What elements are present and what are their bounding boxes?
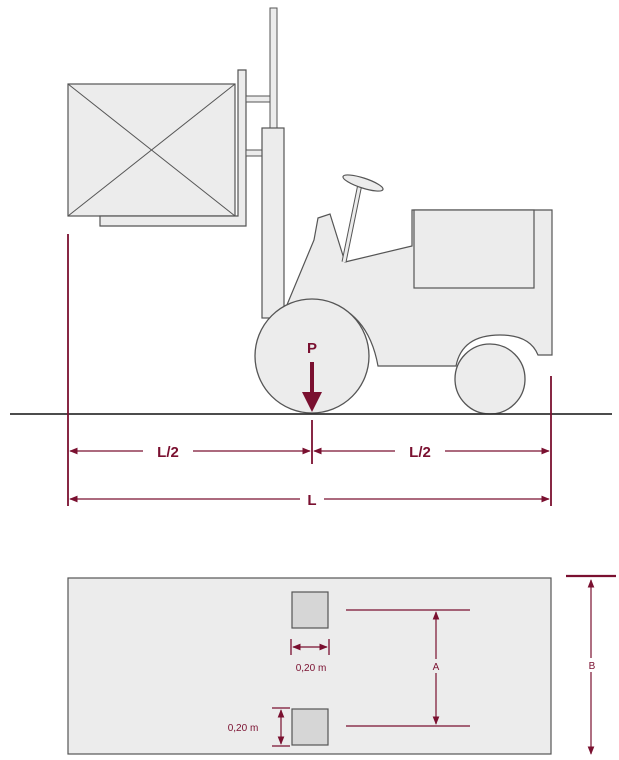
rear-wheel bbox=[454, 343, 526, 415]
pad-bottom bbox=[291, 708, 329, 746]
side-view: P L/2 L/2 L bbox=[10, 7, 612, 509]
width-label: B bbox=[589, 661, 596, 672]
top-view: A 0,20 m 0,20 m B bbox=[67, 574, 616, 755]
load-crate bbox=[67, 83, 236, 217]
fork bbox=[99, 69, 247, 227]
half-left-label: L/2 bbox=[157, 444, 179, 461]
steering-wheel bbox=[341, 174, 384, 263]
pad-depth-dimension bbox=[272, 707, 290, 747]
pad-depth-label: 0,20 m bbox=[228, 723, 259, 734]
total-label: L bbox=[307, 492, 316, 509]
mast bbox=[245, 7, 285, 319]
pad-top bbox=[291, 591, 329, 629]
pad-spacing-label: A bbox=[433, 662, 440, 673]
pad-width-dimension bbox=[290, 639, 330, 655]
engine-cover bbox=[413, 209, 535, 289]
pad-width-label: 0,20 m bbox=[296, 663, 327, 674]
front-wheel bbox=[254, 298, 370, 414]
half-right-label: L/2 bbox=[409, 444, 431, 461]
load-label: P bbox=[307, 340, 317, 357]
load-arrow bbox=[302, 362, 322, 412]
